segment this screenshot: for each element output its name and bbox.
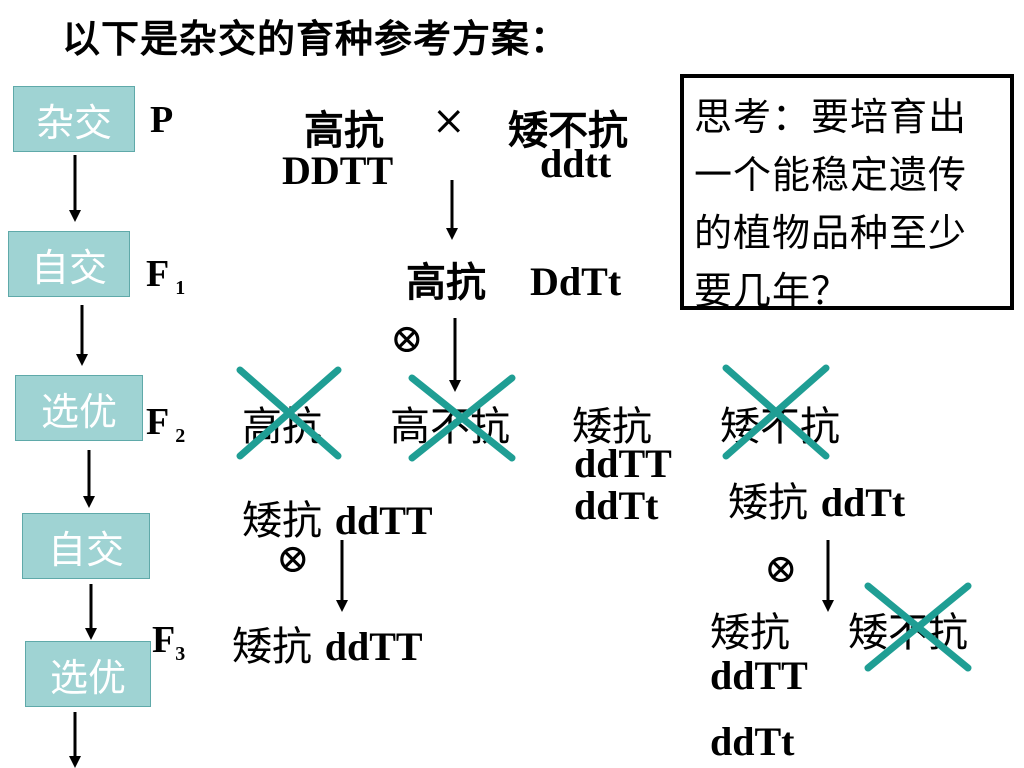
f3-right-genotype-ddTT: ddTT bbox=[710, 653, 808, 698]
p-parent1-phenotype: 高抗 bbox=[304, 107, 384, 154]
p-parent2-phenotype: 矮不抗 bbox=[508, 107, 628, 154]
f3-right-genotype-ddTt: ddTt bbox=[710, 719, 795, 764]
f3-left-genotype: ddTT bbox=[324, 624, 423, 669]
arrowhead-icon bbox=[85, 628, 97, 640]
cross-out-icon bbox=[864, 582, 972, 672]
arrowhead-icon bbox=[69, 756, 81, 768]
arrowhead-icon bbox=[69, 210, 81, 222]
f2-genotype-ddTt: ddTt bbox=[574, 483, 659, 528]
f2-genotype-ddTT: ddTT bbox=[574, 441, 672, 486]
selfing-symbol-left: ⊗ bbox=[276, 536, 310, 582]
f3-left-phenotype: 矮抗 bbox=[232, 624, 312, 670]
arrowhead-icon bbox=[822, 600, 834, 612]
thinking-question-box: 思考：要培育出一个能稳定遗传的植物品种至少要几年？ bbox=[680, 74, 1014, 313]
f2-selected-left-genotype: ddTT bbox=[334, 498, 433, 543]
selfing-symbol-f1: ⊗ bbox=[390, 316, 424, 362]
generation-label-p: P bbox=[150, 99, 174, 141]
f1-genotype: DdTt bbox=[530, 259, 622, 304]
f2-selected-right-genotype: ddTt bbox=[820, 480, 906, 525]
page-title: 以下是杂交的育种参考方案： bbox=[62, 16, 570, 61]
step-box-select-2: 选优 bbox=[25, 641, 151, 707]
arrowhead-icon bbox=[83, 496, 95, 508]
step-box-self-cross-1: 自交 bbox=[8, 231, 130, 297]
p-parent1-genotype: DDTT bbox=[282, 148, 394, 193]
cross-out-icon bbox=[722, 364, 830, 460]
f3-right-phenotype-short-resistant: 矮抗 bbox=[710, 610, 790, 656]
f2-phenotype-short-resistant: 矮抗 bbox=[572, 404, 652, 450]
generation-label-f3: F3 bbox=[152, 619, 186, 665]
cross-out-icon bbox=[236, 366, 342, 460]
f2-selected-right-phenotype: 矮抗 bbox=[728, 480, 808, 526]
f3-left: 矮抗 ddTT bbox=[232, 614, 423, 672]
arrowhead-icon bbox=[446, 228, 458, 240]
step-box-self-cross-2: 自交 bbox=[22, 513, 150, 579]
cross-symbol: × bbox=[432, 98, 466, 144]
cross-out-icon bbox=[408, 374, 516, 462]
arrowhead-icon bbox=[336, 600, 348, 612]
arrowhead-icon bbox=[76, 354, 88, 366]
selfing-symbol-right: ⊗ bbox=[764, 546, 798, 592]
step-box-select-1: 选优 bbox=[15, 375, 143, 441]
p-parent2-genotype: ddtt bbox=[540, 141, 612, 186]
f2-selected-left: 矮抗 ddTT bbox=[242, 488, 433, 546]
f1-phenotype: 高抗 bbox=[406, 259, 486, 306]
step-box-hybridize: 杂交 bbox=[13, 86, 135, 152]
arrowhead-icon bbox=[449, 380, 461, 392]
f2-selected-right: 矮抗 ddTt bbox=[728, 470, 905, 528]
f2-selected-left-phenotype: 矮抗 bbox=[242, 498, 322, 544]
